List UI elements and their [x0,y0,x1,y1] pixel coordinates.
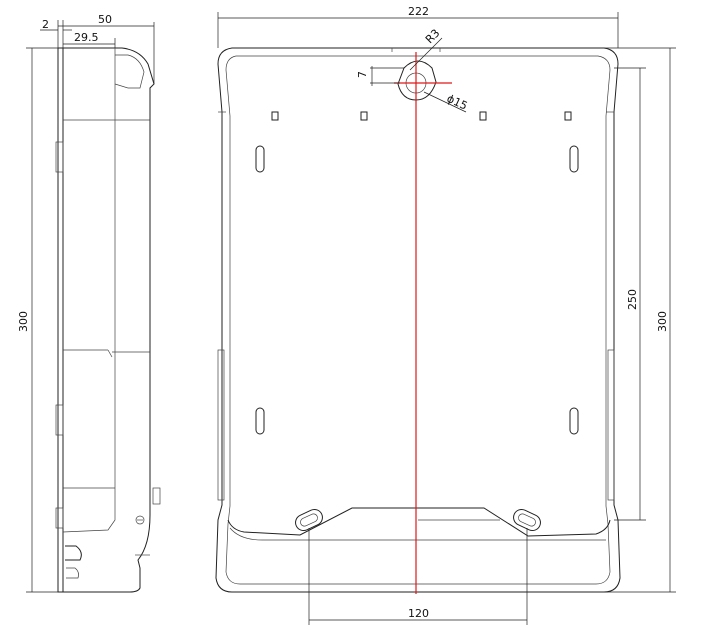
front-dim-radius: R3 [423,27,443,47]
front-dim-mount: 250 [626,289,639,310]
front-dim-height: 300 [656,311,669,332]
side-dim-depth: 50 [98,13,112,26]
front-dim-hole: ϕ15 [445,92,470,113]
side-dim-step: 29.5 [74,31,99,44]
front-dim-holes: 120 [408,607,429,620]
side-dim-lip: 2 [42,18,49,31]
front-dim-offset: 7 [356,71,369,78]
side-view: 2 50 29.5 300 [17,13,161,593]
front-view: 222 7 R3 ϕ15 250 300 120 [215,5,676,625]
side-dim-height: 300 [17,311,30,332]
front-dim-width: 222 [408,5,429,18]
